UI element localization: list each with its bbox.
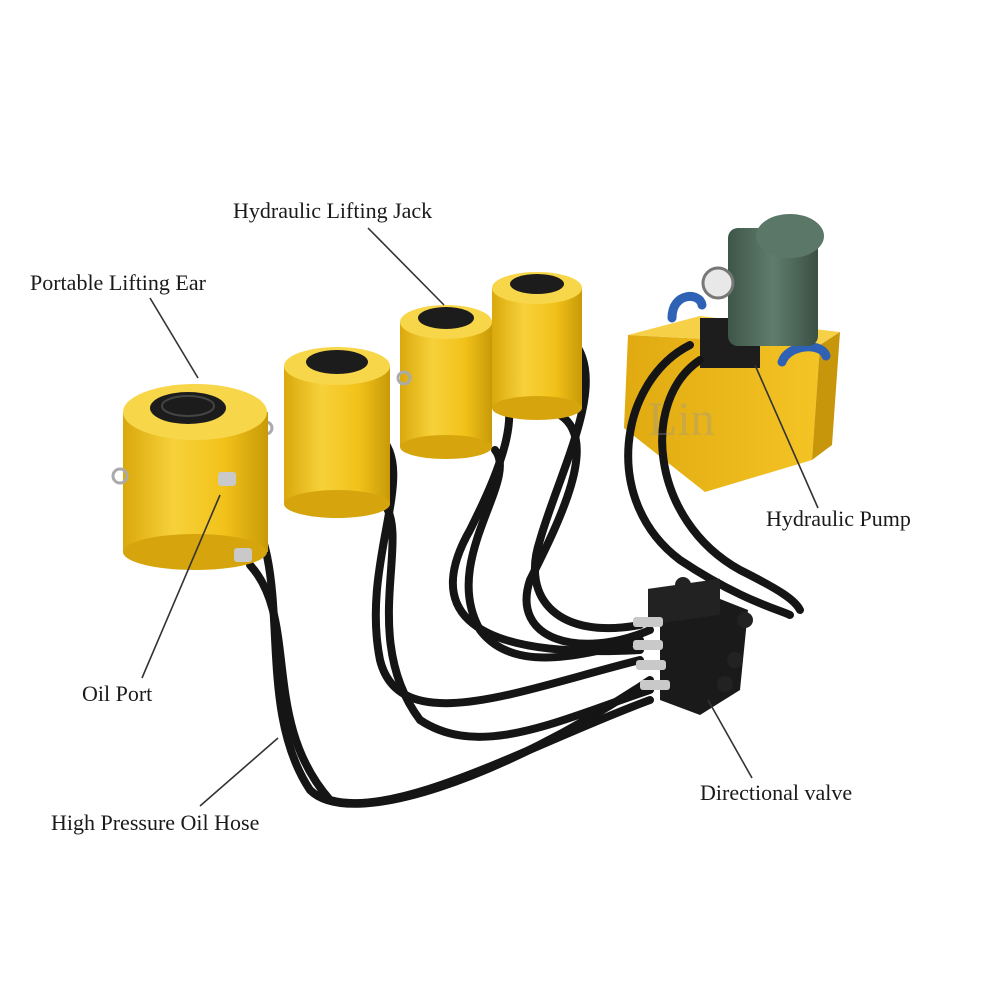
pump-tank-side — [812, 332, 840, 460]
hose-pump-1 — [624, 341, 794, 619]
hydraulic-jack-3 — [396, 305, 492, 459]
valve-knob-1 — [675, 577, 691, 593]
callout-oil-port — [141, 494, 221, 679]
valve-knob-3 — [727, 652, 743, 668]
hose-7 — [531, 336, 644, 633]
pump-handle-right — [777, 342, 831, 367]
valve-knob-4 — [717, 676, 733, 692]
hose-5 — [448, 371, 644, 656]
pump-motor-cap — [756, 214, 824, 258]
callout-lines — [141, 227, 819, 807]
label-directional-valve: Directional valve — [700, 780, 853, 805]
pressure-gauge-icon — [701, 266, 735, 300]
callout-pump — [754, 364, 819, 509]
pump-tank-front — [624, 335, 820, 492]
label-portable-lifting-ear: Portable Lifting Ear — [30, 270, 206, 295]
callout-ear — [149, 297, 199, 379]
jack-2-ram — [306, 350, 368, 374]
high-pressure-oil-hoses — [234, 336, 804, 808]
pump-handle-left — [667, 292, 707, 323]
hydraulic-jack-4 — [492, 272, 582, 420]
directional-valve — [633, 577, 753, 715]
hose-2 — [246, 561, 654, 808]
callout-valve — [707, 699, 753, 779]
hydraulic-jack-1 — [111, 384, 268, 570]
hydraulic-pump — [624, 214, 840, 492]
label-oil-port: Oil Port — [82, 681, 153, 706]
jack-1-oil-port-upper — [218, 472, 236, 486]
label-hydraulic-lifting-jack: Hydraulic Lifting Jack — [233, 198, 433, 223]
watermark-text: Lin — [648, 393, 715, 446]
hose-4 — [381, 501, 654, 741]
hose-3 — [371, 431, 644, 708]
hose-8 — [522, 411, 654, 648]
hose-6 — [464, 446, 644, 662]
label-high-pressure-oil-hose: High Pressure Oil Hose — [51, 810, 260, 835]
jack-1-oil-port-lower — [234, 548, 252, 562]
valve-fittings — [633, 617, 670, 690]
jack-1-lifting-ear — [111, 467, 129, 485]
valve-knob-2 — [737, 612, 753, 628]
hose-pump-2 — [658, 356, 804, 614]
callout-hose — [199, 737, 279, 807]
jack-3-ram — [418, 307, 474, 329]
jack-3-lifting-ear — [396, 370, 412, 386]
callout-jack — [367, 227, 445, 306]
valve-base-plate — [648, 578, 720, 625]
jack-4-ram — [510, 274, 564, 294]
hydraulic-jack-2 — [258, 347, 390, 518]
label-hydraulic-pump: Hydraulic Pump — [766, 506, 911, 531]
